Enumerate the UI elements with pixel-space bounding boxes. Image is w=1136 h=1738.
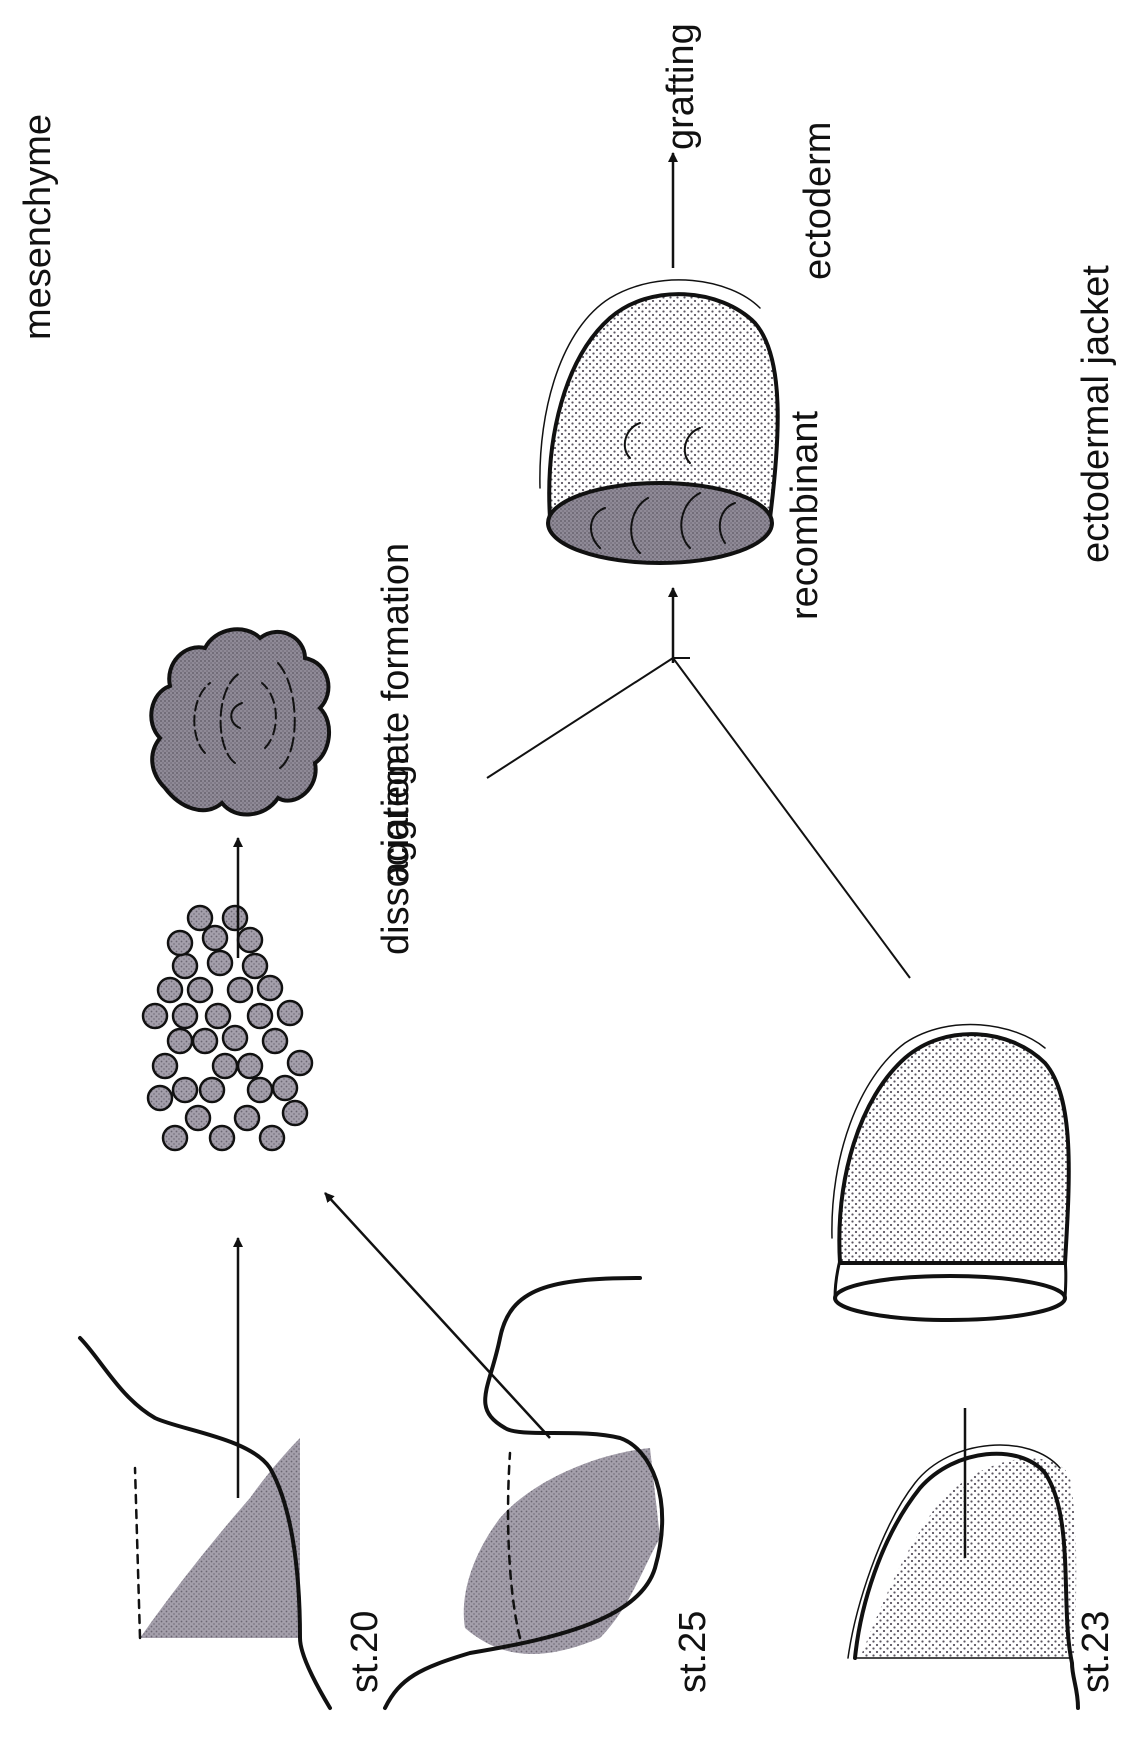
cell xyxy=(243,954,267,978)
cell xyxy=(206,1004,230,1028)
recombination-junction xyxy=(487,588,690,778)
label-mesenchyme: mesenchyme xyxy=(17,114,59,340)
cell xyxy=(148,1086,172,1110)
cell xyxy=(186,1106,210,1130)
cell xyxy=(173,954,197,978)
cell xyxy=(173,1004,197,1028)
cell xyxy=(188,906,212,930)
st25-mesenchyme-region xyxy=(464,1448,660,1654)
st20-mesenchyme-region xyxy=(140,1438,300,1638)
label-grafting: grafting xyxy=(660,23,702,150)
cell xyxy=(193,1029,217,1053)
cell xyxy=(188,978,212,1002)
recombinant-mesenchyme-core xyxy=(548,483,772,563)
cell xyxy=(158,978,182,1002)
cell xyxy=(168,1029,192,1053)
aggregate-to-merge-line xyxy=(487,658,673,778)
st20-limb-bud xyxy=(80,1238,330,1708)
cell xyxy=(143,1004,167,1028)
cell xyxy=(278,1001,302,1025)
label-ectodermal-jacket: ectodermal jacket xyxy=(1075,265,1117,563)
cell xyxy=(208,951,232,975)
cell xyxy=(235,1106,259,1130)
jacket-body xyxy=(839,1034,1068,1263)
label-st23: st.23 xyxy=(1075,1611,1117,1693)
jacket-opening xyxy=(835,1276,1065,1320)
cell xyxy=(210,1126,234,1150)
jacket-to-merge-line xyxy=(673,658,910,978)
cell xyxy=(263,1029,287,1053)
label-st25: st.25 xyxy=(672,1611,714,1693)
cell xyxy=(258,976,282,1000)
cell xyxy=(200,1078,224,1102)
cell xyxy=(248,1078,272,1102)
cell xyxy=(238,1054,262,1078)
rotated-figure: mesenchyme st.20 st.25 dissociation aggr… xyxy=(17,23,1117,1708)
cell xyxy=(288,1051,312,1075)
aggregate-mass xyxy=(151,629,329,814)
cell xyxy=(228,978,252,1002)
recombinant xyxy=(540,153,778,563)
label-st20: st.20 xyxy=(344,1611,386,1693)
cell xyxy=(223,906,247,930)
cell xyxy=(248,1004,272,1028)
dissociated-cells xyxy=(143,906,312,1150)
st25-arrow xyxy=(325,1193,550,1438)
cell xyxy=(203,926,227,950)
cell xyxy=(238,928,262,952)
cell xyxy=(260,1126,284,1150)
st23-ectoderm-bud xyxy=(848,1408,1078,1708)
cell xyxy=(173,1078,197,1102)
cell xyxy=(273,1076,297,1100)
cell xyxy=(223,1026,247,1050)
aggregate xyxy=(151,629,329,814)
st20-cut-line xyxy=(135,1468,140,1638)
cell xyxy=(163,1126,187,1150)
cell xyxy=(213,1054,237,1078)
cell xyxy=(168,931,192,955)
st23-ectoderm-region xyxy=(860,1458,1076,1658)
cell xyxy=(283,1101,307,1125)
label-aggregate-formation: aggregate formation xyxy=(375,543,417,883)
ectodermal-jacket xyxy=(673,658,1069,1320)
label-ectoderm: ectoderm xyxy=(797,122,839,280)
label-recombinant: recombinant xyxy=(784,410,826,620)
cell xyxy=(153,1054,177,1078)
